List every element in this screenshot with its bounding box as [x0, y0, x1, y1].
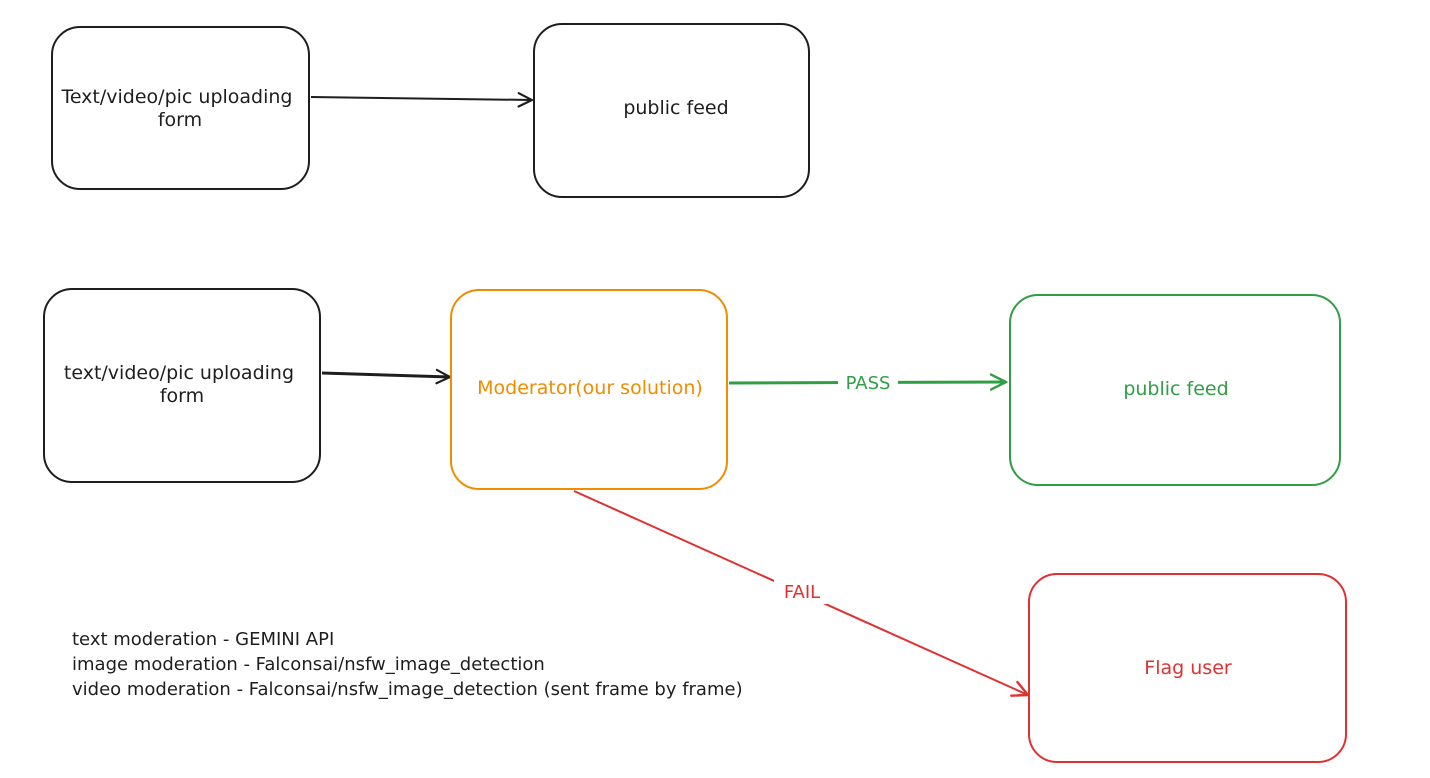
- top-public-feed-node[interactable]: public feed: [533, 23, 810, 198]
- fail-label-bg: [774, 578, 830, 604]
- top-upload-form-label-line-1: Text/video/pic uploading: [60, 86, 292, 108]
- public-feed-label: public feed: [1123, 378, 1228, 400]
- note-video-moderation: video moderation - Falconsai/nsfw_image_…: [72, 679, 743, 700]
- fail-label: FAIL: [784, 582, 820, 603]
- note-text-moderation: text moderation - GEMINI API: [72, 629, 334, 650]
- flag-user-label: Flag user: [1144, 657, 1232, 679]
- flag-user-box: [1028, 573, 1347, 763]
- top-public-feed-box: [533, 23, 810, 198]
- top-upload-form-node[interactable]: Text/video/pic uploading form: [51, 26, 310, 190]
- note-image-moderation: image moderation - Falconsai/nsfw_image_…: [72, 654, 545, 675]
- bottom-upload-form-box: [43, 288, 321, 483]
- public-feed-box: [1009, 294, 1341, 486]
- top-upload-form-box: [51, 26, 310, 190]
- pass-label: PASS: [846, 373, 891, 394]
- top-upload-form-label: Text/video/pic uploading form: [60, 86, 298, 131]
- bottom-upload-form-label-line-1: text/video/pic uploading: [64, 362, 294, 384]
- flag-user-node[interactable]: Flag user: [1028, 573, 1347, 763]
- moderator-node[interactable]: Moderator(our solution): [450, 289, 728, 490]
- top-upload-form-label-line-2: form: [158, 109, 202, 131]
- bottom-arrow-upload-to-moderator: [321, 373, 450, 377]
- pass-label-bg: [838, 370, 898, 394]
- moderation-notes: text moderation - GEMINI API image moder…: [72, 629, 743, 700]
- public-feed-node[interactable]: public feed: [1009, 294, 1341, 486]
- top-arrow-upload-to-feed: [310, 97, 532, 100]
- moderator-box: [450, 289, 728, 490]
- bottom-upload-form-label: text/video/pic uploading form: [64, 362, 300, 407]
- bottom-upload-form-label-line-2: form: [160, 385, 204, 407]
- moderator-label: Moderator(our solution): [477, 377, 703, 399]
- top-public-feed-label: public feed: [623, 97, 728, 119]
- bottom-upload-form-node[interactable]: text/video/pic uploading form: [43, 288, 321, 483]
